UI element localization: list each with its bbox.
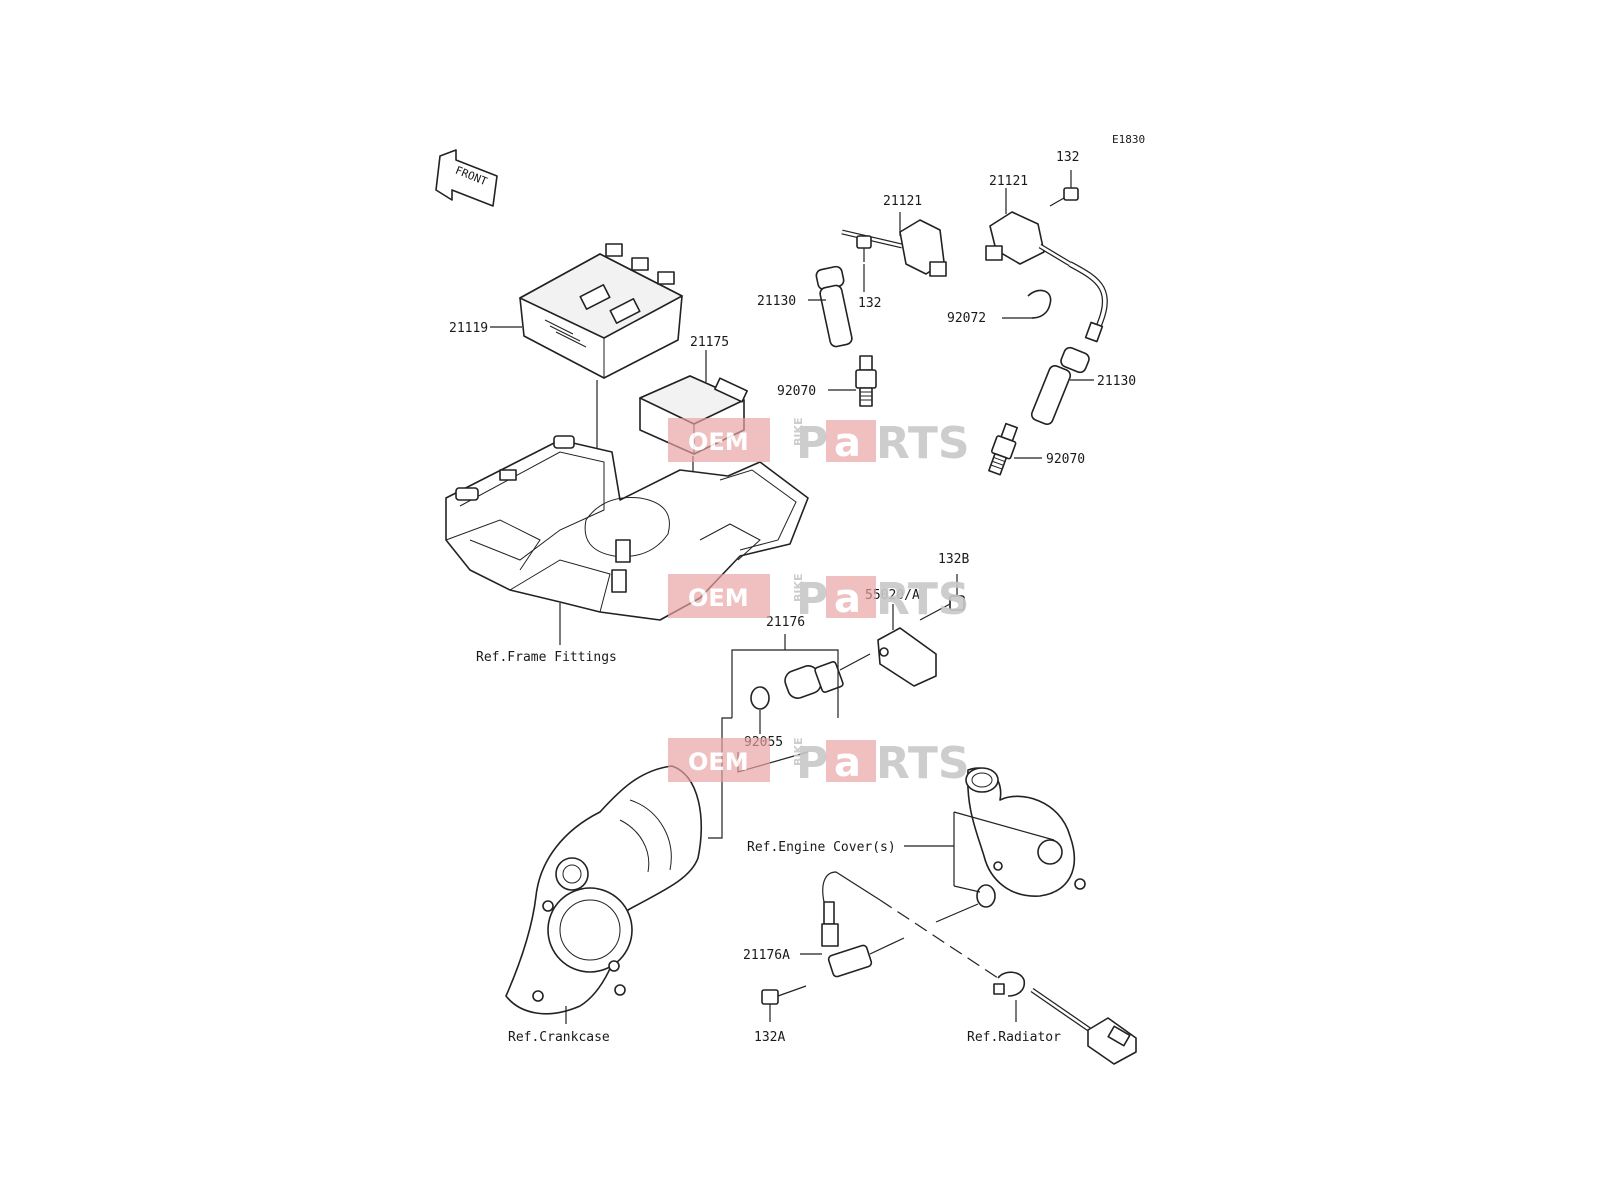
part-label-21119[interactable]: 21119: [449, 321, 488, 336]
bolt-132-mid: [856, 235, 872, 262]
svg-text:OEM: OEM: [688, 584, 749, 612]
watermark: OEM BIKE P a RTS: [668, 417, 970, 469]
part-label-21121-right[interactable]: 21121: [989, 174, 1028, 189]
ignition-coil-right: [985, 211, 1108, 343]
oring-92055: [750, 686, 770, 710]
ecu-unit: [519, 243, 683, 379]
ref-crankcase[interactable]: Ref.Crankcase: [508, 1030, 610, 1045]
part-label-21121-left[interactable]: 21121: [883, 194, 922, 209]
part-label-21130-left[interactable]: 21130: [757, 294, 796, 309]
svg-text:P: P: [796, 574, 828, 625]
sensor-21176A: [821, 871, 905, 978]
svg-text:a: a: [834, 420, 861, 466]
bolt-132A: [761, 985, 807, 1005]
ignition-coil-left: [804, 215, 947, 277]
spark-plug-92070-right: [988, 422, 1019, 476]
svg-text:RTS: RTS: [876, 738, 970, 789]
part-label-21130-right[interactable]: 21130: [1097, 374, 1136, 389]
radiator-clamp: [993, 971, 1026, 997]
diagram-code: E1830: [1112, 133, 1145, 146]
ref-radiator[interactable]: Ref.Radiator: [967, 1030, 1061, 1045]
svg-text:OEM: OEM: [688, 428, 749, 456]
connector: [1087, 1017, 1137, 1065]
svg-text:RTS: RTS: [876, 418, 970, 469]
front-arrow-icon: FRONT: [435, 149, 498, 207]
spark-plug-92070-left: [855, 355, 877, 407]
svg-text:BIKE: BIKE: [792, 737, 805, 766]
part-label-21176A[interactable]: 21176A: [743, 948, 790, 963]
plug-cap-21130-left: [815, 265, 853, 348]
part-label-132A[interactable]: 132A: [754, 1030, 785, 1045]
part-label-132-top[interactable]: 132: [1056, 150, 1079, 165]
sensor-21176: [784, 653, 871, 699]
watermark: OEM BIKE P a RTS: [668, 737, 970, 789]
bracket-55020A: [877, 627, 937, 687]
svg-text:RTS: RTS: [876, 574, 970, 625]
bolt-132-top: [1049, 187, 1079, 207]
svg-text:a: a: [834, 740, 861, 786]
oring-cover: [976, 884, 996, 908]
svg-text:P: P: [796, 418, 828, 469]
part-label-21176[interactable]: 21176: [766, 615, 805, 630]
part-label-132-mid[interactable]: 132: [858, 296, 881, 311]
crankcase: [505, 765, 703, 1015]
part-label-92072[interactable]: 92072: [947, 311, 986, 326]
part-label-92070-left[interactable]: 92070: [777, 384, 816, 399]
ref-frame-fittings[interactable]: Ref.Frame Fittings: [476, 650, 617, 665]
plug-cap-21130-right: [1030, 346, 1090, 425]
svg-text:P: P: [796, 738, 828, 789]
part-label-21175[interactable]: 21175: [690, 335, 729, 350]
part-label-92070-right[interactable]: 92070: [1046, 452, 1085, 467]
svg-text:a: a: [834, 576, 861, 622]
part-label-55020A[interactable]: 55020/A: [865, 588, 920, 603]
engine-cover: [965, 767, 1086, 897]
svg-text:BIKE: BIKE: [792, 573, 805, 602]
ref-engine-cover[interactable]: Ref.Engine Cover(s): [747, 840, 896, 855]
svg-text:OEM: OEM: [688, 748, 749, 776]
watermark: OEM BIKE P a RTS: [668, 573, 970, 625]
clamp-92072: [1027, 289, 1052, 319]
svg-text:BIKE: BIKE: [792, 417, 805, 446]
part-label-132B[interactable]: 132B: [938, 552, 969, 567]
